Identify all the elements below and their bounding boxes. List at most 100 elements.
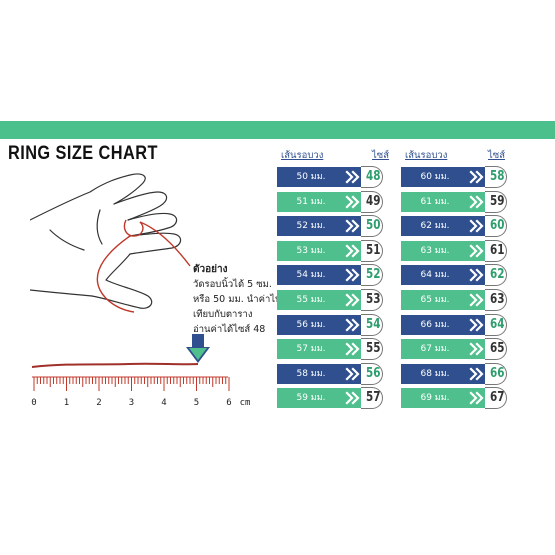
ruler-label: 1 (64, 398, 69, 408)
circumference-cell: 57 มม. (277, 339, 345, 360)
double-chevron-right-icon (343, 265, 363, 286)
double-chevron-right-icon (343, 388, 363, 409)
example-line: วัดรอบนิ้วได้ 5 ซม. (193, 279, 272, 290)
double-chevron-right-icon (467, 388, 487, 409)
size-bracket (361, 313, 383, 336)
example-heading: ตัวอย่าง (193, 264, 228, 275)
circumference-cell: 65 มม. (401, 290, 469, 310)
double-chevron-right-icon (467, 216, 487, 237)
ruler-label: 4 (161, 398, 166, 408)
size-bracket (485, 215, 507, 238)
circumference-cell: 64 มม. (401, 265, 469, 286)
circumference-cell: 66 มม. (401, 314, 469, 335)
header-size: ไซส์ (488, 150, 506, 161)
ruler-label: 3 (129, 398, 134, 408)
ruler-label: cm (240, 398, 251, 408)
size-value: 49 (366, 193, 381, 209)
down-arrow-icon (186, 334, 210, 363)
double-chevron-right-icon (467, 339, 487, 360)
double-chevron-right-icon (467, 314, 487, 335)
double-chevron-right-icon (343, 216, 363, 237)
circumference-cell: 63 มม. (401, 240, 469, 261)
size-bracket (485, 338, 507, 361)
size-bracket (485, 239, 507, 262)
size-bracket (361, 338, 383, 361)
double-chevron-right-icon (467, 363, 487, 384)
size-value: 48 (366, 169, 381, 184)
double-chevron-right-icon (343, 290, 363, 310)
ruler-label: 0 (31, 398, 36, 408)
size-value: 61 (490, 242, 505, 258)
size-value: 59 (490, 193, 505, 209)
circumference-cell: 59 มม. (277, 388, 345, 409)
page-title: RING SIZE CHART (8, 143, 158, 164)
size-value: 65 (490, 341, 505, 357)
size-bracket (485, 313, 507, 336)
header-size: ไซส์ (372, 150, 390, 161)
example-line: หรือ 50 มม. นำค่าไป (193, 294, 282, 305)
size-value: 67 (490, 390, 505, 406)
circumference-cell: 53 มม. (277, 240, 345, 261)
ruler: 0 1 2 3 4 5 6 cm (31, 362, 251, 408)
size-value: 60 (490, 218, 505, 234)
double-chevron-right-icon (343, 339, 363, 360)
circumference-cell: 60 มม. (401, 167, 469, 187)
circumference-cell: 52 มม. (277, 216, 345, 237)
header-circumference: เส้นรอบวง (281, 150, 324, 161)
size-value: 53 (366, 292, 381, 307)
size-bracket (361, 289, 383, 311)
example-note: ตัวอย่าง วัดรอบนิ้วได้ 5 ซม. หรือ 50 มม.… (193, 262, 281, 337)
size-bracket (485, 387, 507, 410)
circumference-cell: 54 มม. (277, 265, 345, 286)
ruler-label: 2 (96, 398, 101, 408)
example-line: เทียบกับตาราง (193, 309, 253, 320)
size-value: 66 (490, 365, 505, 381)
circumference-cell: 50 มม. (277, 167, 345, 187)
size-bracket (485, 190, 507, 213)
size-bracket (485, 289, 507, 311)
size-bracket (485, 166, 507, 188)
double-chevron-right-icon (467, 240, 487, 261)
ruler-label: 6 (226, 398, 231, 408)
ruler-label: 5 (194, 398, 199, 408)
size-value: 62 (490, 267, 505, 283)
size-bracket (361, 166, 383, 188)
size-value: 56 (366, 365, 381, 381)
size-value: 57 (366, 390, 381, 406)
size-bracket (361, 239, 383, 262)
circumference-cell: 56 มม. (277, 314, 345, 335)
size-bracket (361, 264, 383, 287)
circumference-cell: 69 มม. (401, 388, 469, 409)
size-value: 50 (366, 218, 381, 234)
circumference-cell: 67 มม. (401, 339, 469, 360)
circumference-cell: 55 มม. (277, 290, 345, 310)
size-bracket (485, 264, 507, 287)
example-line: อ่านค่าได้ไซส์ 48 (193, 324, 266, 335)
size-bracket (361, 215, 383, 238)
double-chevron-right-icon (343, 167, 363, 187)
double-chevron-right-icon (467, 265, 487, 286)
size-value: 55 (366, 341, 381, 357)
size-bracket (361, 362, 383, 385)
circumference-cell: 68 มม. (401, 363, 469, 384)
size-value: 52 (366, 267, 381, 283)
circumference-cell: 61 มม. (401, 191, 469, 212)
circumference-cell: 62 มม. (401, 216, 469, 237)
size-bracket (361, 190, 383, 213)
size-bracket (361, 387, 383, 410)
size-value: 63 (490, 292, 505, 307)
size-value: 54 (366, 316, 381, 332)
double-chevron-right-icon (467, 191, 487, 212)
size-value: 51 (366, 242, 381, 258)
double-chevron-right-icon (343, 314, 363, 335)
double-chevron-right-icon (343, 240, 363, 261)
size-value: 64 (490, 316, 505, 332)
size-bracket (485, 362, 507, 385)
double-chevron-right-icon (467, 290, 487, 310)
double-chevron-right-icon (343, 363, 363, 384)
circumference-cell: 58 มม. (277, 363, 345, 384)
size-value: 58 (490, 169, 505, 184)
header-circumference: เส้นรอบวง (405, 150, 448, 161)
hand-illustration (30, 173, 191, 313)
double-chevron-right-icon (467, 167, 487, 187)
